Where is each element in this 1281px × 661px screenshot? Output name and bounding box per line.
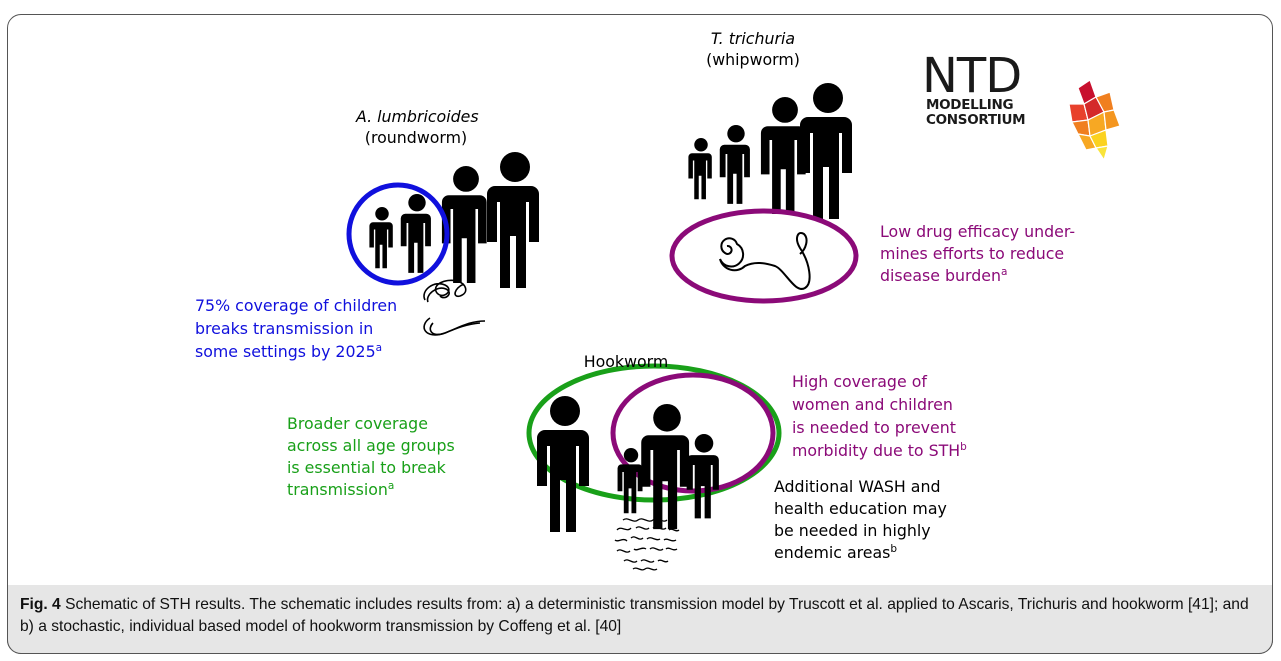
ascaris-name: A. lumbricoides bbox=[356, 107, 479, 126]
wash-note-line2: health education may bbox=[774, 499, 947, 518]
trichuris-people bbox=[688, 83, 852, 219]
ascaris-note-line2: breaks transmission in bbox=[195, 319, 374, 338]
ascaris-common-name: (roundworm) bbox=[364, 128, 468, 147]
hookworm-green-line1: Broader coverage bbox=[287, 414, 428, 433]
hookworm-purple-ellipse bbox=[610, 372, 776, 494]
hookworm-green-line2: across all age groups bbox=[287, 436, 455, 455]
caption-label: Fig. 4 bbox=[20, 596, 61, 613]
hookworm-purple-line3: is needed to prevent bbox=[792, 418, 956, 437]
whipworm-icon bbox=[719, 232, 811, 290]
ascaris-note-line1: 75% coverage of children bbox=[195, 296, 398, 315]
wash-note-line3: be needed in highly bbox=[774, 521, 931, 540]
ntd-logo-mark bbox=[1068, 79, 1121, 162]
hookworm-purple-line4: morbidity due to STHb bbox=[792, 441, 967, 460]
roundworm-icon bbox=[423, 279, 486, 336]
trichuris-ellipse bbox=[669, 208, 859, 304]
trichuris-common-name: (whipworm) bbox=[706, 50, 800, 69]
hookworm-name: Hookworm bbox=[583, 352, 669, 371]
trichuris-name: T. trichuria bbox=[710, 29, 796, 48]
ntd-logo-text: NTD bbox=[922, 48, 1022, 104]
hookworm-larvae-icon bbox=[614, 518, 680, 571]
wash-note-line1: Additional WASH and bbox=[774, 477, 941, 496]
caption-box bbox=[7, 585, 1273, 654]
ascaris-children-circle bbox=[346, 182, 450, 286]
trichuris-note-line3: disease burdena bbox=[880, 266, 1008, 285]
trichuris-note-line1: Low drug efficacy under- bbox=[880, 222, 1076, 241]
wash-note-line4: endemic areasb bbox=[774, 543, 898, 562]
hookworm-purple-line1: High coverage of bbox=[792, 372, 927, 391]
figure-caption: Fig. 4 Schematic of STH results. The sch… bbox=[20, 594, 1260, 638]
hookworm-green-line3: is essential to break bbox=[287, 458, 446, 477]
trichuris-note-line2: mines efforts to reduce bbox=[880, 244, 1065, 263]
hookworm-green-line4: transmissiona bbox=[287, 480, 395, 499]
ntd-logo-subtitle: MODELLING CONSORTIUM bbox=[926, 97, 1026, 128]
ascaris-note-line3: some settings by 2025a bbox=[195, 342, 383, 361]
hookworm-purple-line2: women and children bbox=[792, 395, 953, 414]
caption-text: Schematic of STH results. The schematic … bbox=[20, 596, 1249, 635]
ascaris-people bbox=[369, 152, 539, 288]
